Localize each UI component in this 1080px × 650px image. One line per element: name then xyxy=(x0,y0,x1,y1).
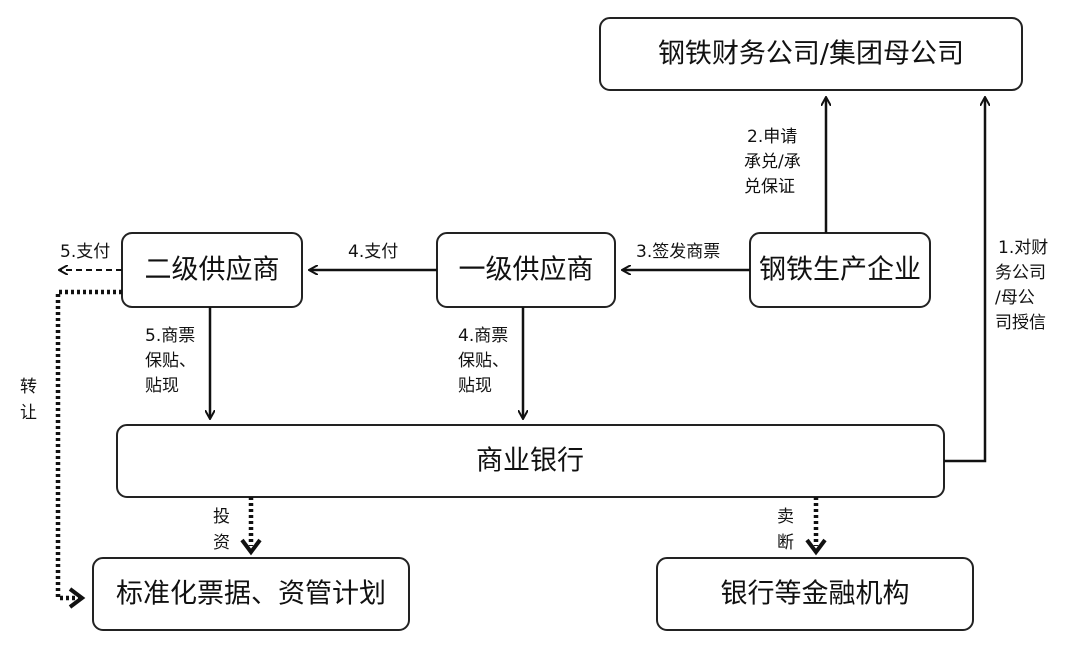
edge-tier2-discount-label-2: 保贴、 xyxy=(145,351,196,371)
edge-invest-arrowhead xyxy=(240,538,262,556)
edge-sell: 卖 断 xyxy=(777,497,827,556)
edge-credit-label-1: 1.对财 xyxy=(998,238,1048,258)
node-tier1-supplier-label: 一级供应商 xyxy=(459,255,594,286)
node-tier2-supplier-label: 二级供应商 xyxy=(145,255,280,286)
edge-apply-acceptance-label-2: 承兑/承 xyxy=(744,152,801,172)
edge-sell-label-1: 卖 xyxy=(777,507,794,527)
edge-invest-label-1: 投 xyxy=(213,507,230,527)
node-commercial-bank: 商业银行 xyxy=(116,424,945,498)
node-tier1-supplier: 一级供应商 xyxy=(436,232,616,308)
node-tier2-supplier: 二级供应商 xyxy=(121,232,303,308)
edge-tier2-discount-label-1: 5.商票 xyxy=(145,326,195,346)
edge-credit-label-2: 务公司 xyxy=(995,263,1046,283)
edge-tier1-discount: 4.商票 保贴、 贴现 xyxy=(458,307,523,418)
edge-tier2-discount-label-3: 贴现 xyxy=(145,376,179,396)
edge-pay-tier2-label: 4.支付 xyxy=(348,242,398,262)
edge-invest: 投 资 xyxy=(213,497,262,556)
edge-transfer-line xyxy=(55,289,122,601)
edge-transfer: 转 让 xyxy=(20,289,122,609)
edge-transfer-arrowhead xyxy=(68,587,86,609)
edge-issue-bill-label: 3.签发商票 xyxy=(636,242,720,262)
node-finance-company: 钢铁财务公司/集团母公司 xyxy=(599,17,1023,91)
edge-tier1-discount-label-2: 保贴、 xyxy=(458,351,509,371)
edge-credit-label-3: /母公 xyxy=(995,288,1035,308)
node-steel-producer-label: 钢铁生产企业 xyxy=(759,255,921,286)
edge-tier2-pay-out-label: 5.支付 xyxy=(60,242,110,262)
node-commercial-bank-label: 商业银行 xyxy=(476,446,584,477)
edge-apply-acceptance-label-3: 兑保证 xyxy=(744,177,795,197)
node-financial-institutions-label: 银行等金融机构 xyxy=(721,579,910,610)
edge-invest-label-2: 资 xyxy=(213,533,230,553)
edge-sell-arrowhead xyxy=(805,538,827,556)
edge-credit-label-4: 司授信 xyxy=(995,313,1046,333)
edge-issue-bill: 3.签发商票 xyxy=(623,242,750,270)
node-steel-producer: 钢铁生产企业 xyxy=(749,232,931,308)
edge-transfer-label-2: 让 xyxy=(20,403,37,423)
edge-tier1-discount-label-3: 贴现 xyxy=(458,376,492,396)
node-standardized-bills-label: 标准化票据、资管计划 xyxy=(116,579,386,610)
edge-sell-label-2: 断 xyxy=(777,533,794,553)
node-financial-institutions: 银行等金融机构 xyxy=(656,557,974,631)
edge-tier1-discount-label-1: 4.商票 xyxy=(458,326,508,346)
node-finance-company-label: 钢铁财务公司/集团母公司 xyxy=(658,39,964,70)
edge-transfer-label-1: 转 xyxy=(20,377,37,397)
edge-credit-line xyxy=(944,98,985,463)
edge-apply-acceptance: 2.申请 承兑/承 兑保证 xyxy=(744,98,826,233)
edge-pay-tier2: 4.支付 xyxy=(310,242,437,270)
node-standardized-bills: 标准化票据、资管计划 xyxy=(92,557,410,631)
edge-credit: 1.对财 务公司 /母公 司授信 xyxy=(944,98,1048,463)
edge-tier2-pay-out: 5.支付 xyxy=(60,242,122,270)
edge-apply-acceptance-label-1: 2.申请 xyxy=(747,127,797,147)
edge-tier2-discount: 5.商票 保贴、 贴现 xyxy=(145,307,210,418)
